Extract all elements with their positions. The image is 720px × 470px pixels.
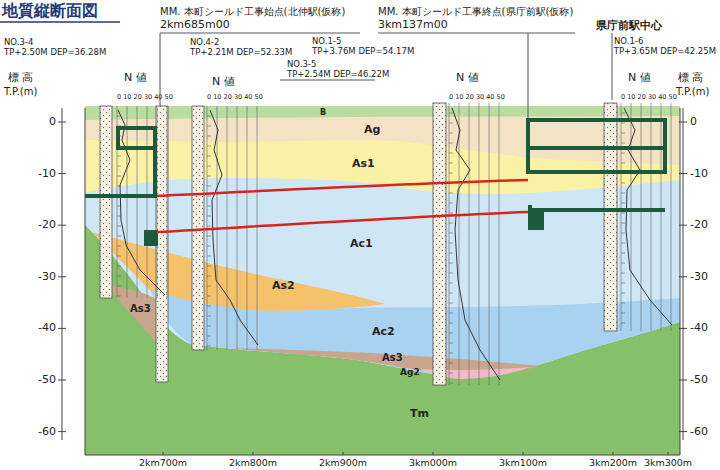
n-value-scale: 0 10 20 30 40 50 <box>449 94 505 101</box>
chainage-axis: 2km900m <box>319 458 367 468</box>
boring-data: TP+2.50M DEP=36.28M <box>4 48 106 57</box>
chainage-axis: 3km000m <box>409 458 457 468</box>
layer-name: As3 <box>130 303 151 314</box>
boring-no: NO.3-4 <box>4 38 33 47</box>
chainage-axis: 3km100m <box>499 458 547 468</box>
axis-unit: T.P.(m) <box>676 86 709 97</box>
boring-data: TP+3.76M DEP=54.17M <box>312 47 414 56</box>
layer-name: As2 <box>272 280 295 292</box>
station-label: MM. 本町シールド工事始点(北仲駅(仮称) <box>160 6 345 17</box>
elevation-tick: -40 <box>38 322 56 334</box>
n-value-title: N 値 <box>628 72 651 84</box>
elevation-tick: -30 <box>690 271 708 283</box>
elevation-tick: -50 <box>690 374 708 386</box>
elevation-tick: -50 <box>38 374 56 386</box>
axis-unit: T.P.(m) <box>4 86 37 97</box>
chainage-axis: 2km700m <box>139 458 187 468</box>
elevation-tick: -60 <box>38 426 56 438</box>
chainage-axis: 2km800m <box>229 458 277 468</box>
boring-no: NO.3-5 <box>287 60 316 69</box>
layer-name: Ac2 <box>372 326 395 338</box>
elevation-tick: -10 <box>690 168 708 180</box>
axis-title: 標 高 <box>678 72 704 84</box>
elevation-tick: -60 <box>690 426 708 438</box>
layer-name: Ac1 <box>350 238 373 250</box>
boring-data: TP+2.21M DEP=52.33M <box>190 48 292 57</box>
n-value-title: N 値 <box>212 76 235 88</box>
elevation-tick: 0 <box>690 116 697 128</box>
boring-data: TP+2.54M DEP=46.22M <box>287 70 389 79</box>
station-center: 県庁前駅中心 <box>596 20 662 32</box>
station-label: MM. 本町シールド工事終点(県庁前駅(仮称) <box>378 6 573 17</box>
n-value-title: N 値 <box>456 72 479 84</box>
chainage-axis: 3km300m <box>644 458 692 468</box>
layer-name: As3 <box>382 352 403 363</box>
elevation-tick: 0 <box>49 116 56 128</box>
layer-name: As1 <box>352 158 375 170</box>
layer-name: Tm <box>410 408 429 420</box>
elevation-tick: -20 <box>690 219 708 231</box>
boring-no: NO.1-5 <box>312 37 341 46</box>
layer-name: B <box>320 109 326 118</box>
chainage-axis: 3km200m <box>589 458 637 468</box>
layer-name: Ag2 <box>400 368 420 378</box>
elevation-tick: -20 <box>38 219 56 231</box>
boring-data: TP+3.65M DEP=42.25M <box>614 47 716 56</box>
axis-title: 標 高 <box>8 72 34 84</box>
chainage: 2km685m00 <box>160 19 230 31</box>
layer-name: Ag <box>364 124 380 136</box>
chainage: 3km137m00 <box>378 19 448 31</box>
n-value-scale: 0 10 20 30 40 50 <box>117 94 173 101</box>
n-value-scale: 0 10 20 30 40 50 <box>621 94 677 101</box>
elevation-tick: -30 <box>38 271 56 283</box>
diagram-title: 地質縦断面図 <box>2 2 98 20</box>
n-value-scale: 0 10 20 30 40 50 <box>207 94 263 101</box>
boring-no: NO.1-6 <box>614 37 643 46</box>
elevation-tick: -40 <box>690 322 708 334</box>
elevation-tick: -10 <box>38 168 56 180</box>
n-value-title: N 値 <box>124 72 147 84</box>
boring-no: NO.4-2 <box>190 38 219 47</box>
